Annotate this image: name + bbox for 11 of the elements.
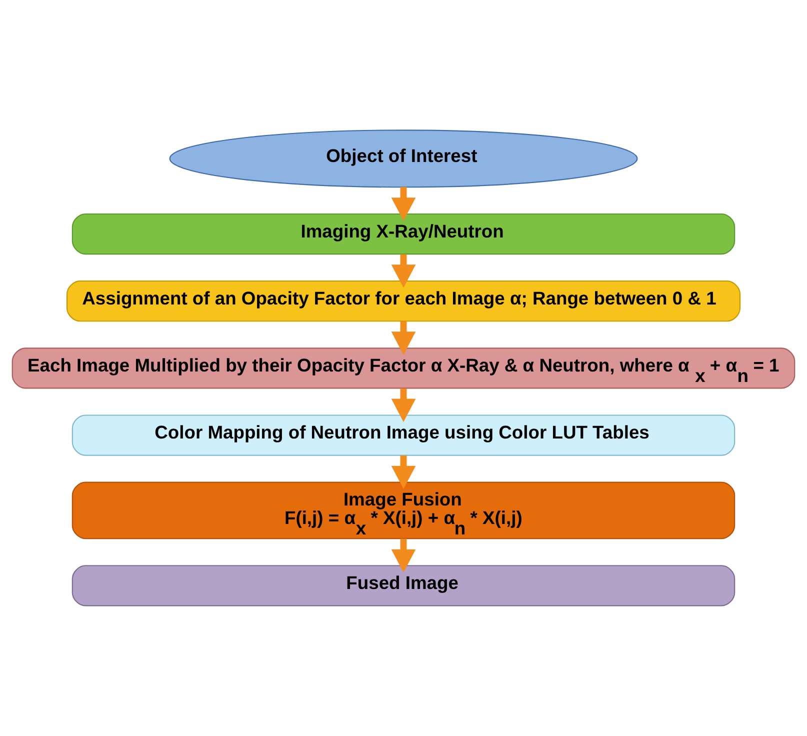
node-box: Assignment of an Opacity Factor for each Image α; Range between 0 & 1 — [66, 280, 741, 322]
arrow — [391, 321, 416, 355]
arrow — [391, 254, 416, 288]
node-box: Color Mapping of Neutron Image using Color LUT Tables — [72, 414, 736, 456]
node-box: Fused Image — [72, 565, 736, 606]
node-ellipse: Object of Interest — [169, 130, 638, 188]
arrow — [391, 388, 416, 422]
node-box: Imaging X-Ray/Neutron — [72, 213, 736, 255]
arrow — [391, 186, 416, 221]
arrow — [391, 538, 416, 573]
arrow — [391, 456, 416, 490]
